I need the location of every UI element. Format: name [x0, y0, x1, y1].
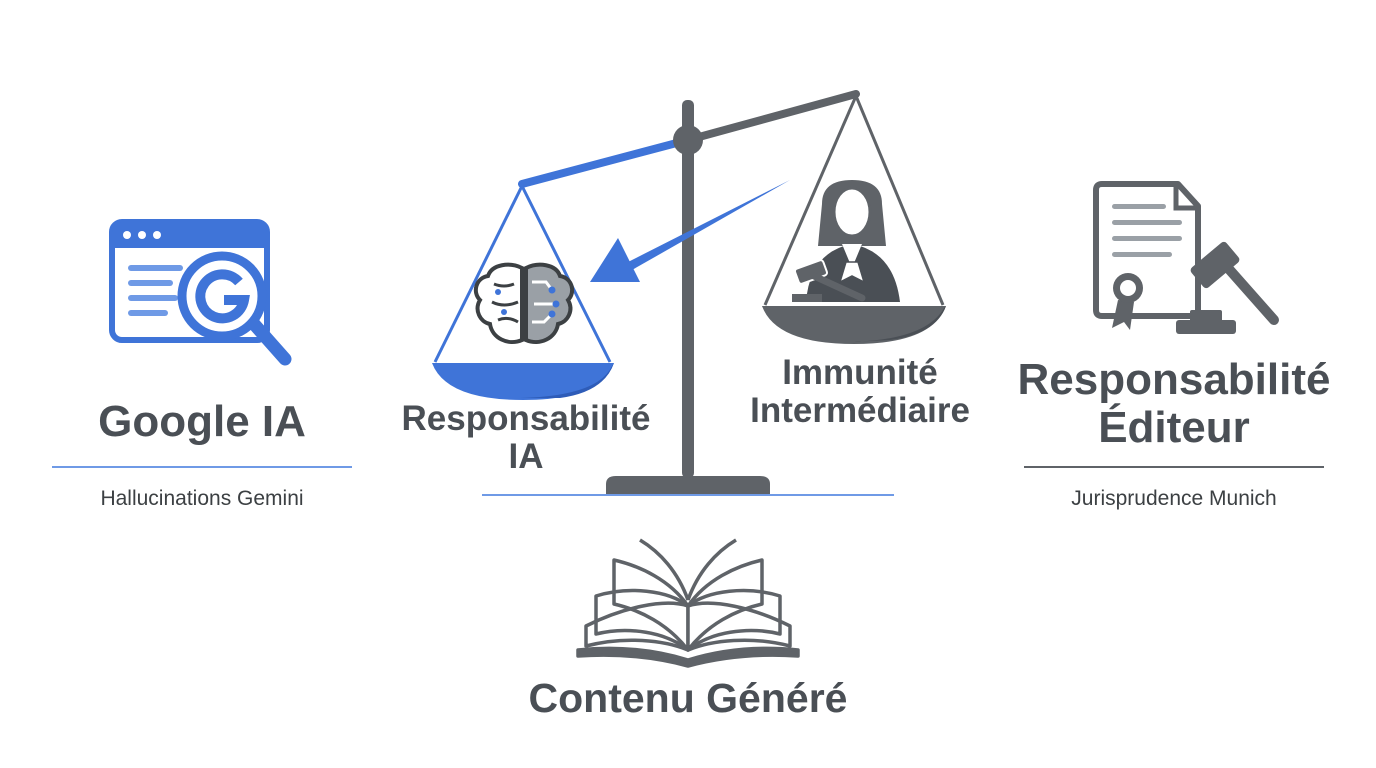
ai-brain-icon — [473, 262, 575, 344]
scales-of-justice-icon — [432, 90, 946, 494]
google-ia-title: Google IA — [98, 397, 306, 446]
intermediary-immunity-line1: Immunité — [782, 353, 938, 392]
publisher-responsibility-title: Responsabilité Éditeur — [1004, 356, 1344, 451]
arrow-icon — [590, 180, 790, 282]
intermediary-immunity-label: Immunité Intermédiaire — [720, 354, 1000, 430]
publisher-responsibility-line1: Responsabilité — [1017, 355, 1331, 404]
contract-gavel-icon — [1093, 181, 1279, 334]
google-search-window-icon — [109, 219, 292, 366]
generated-content-label: Contenu Généré — [528, 675, 848, 721]
ai-responsibility-label: Responsabilité IA — [386, 400, 666, 476]
open-book-icon — [576, 538, 800, 668]
google-ia-subtitle: Hallucinations Gemini — [100, 487, 304, 510]
ai-responsibility-line1: Responsabilité — [401, 399, 651, 438]
intermediary-immunity-line2: Intermédiaire — [750, 390, 970, 430]
publisher-responsibility-line2: Éditeur — [1098, 402, 1250, 452]
ai-responsibility-line2: IA — [508, 436, 544, 476]
munich-jurisprudence-subtitle: Jurisprudence Munich — [1071, 487, 1277, 510]
judge-icon — [792, 180, 900, 302]
